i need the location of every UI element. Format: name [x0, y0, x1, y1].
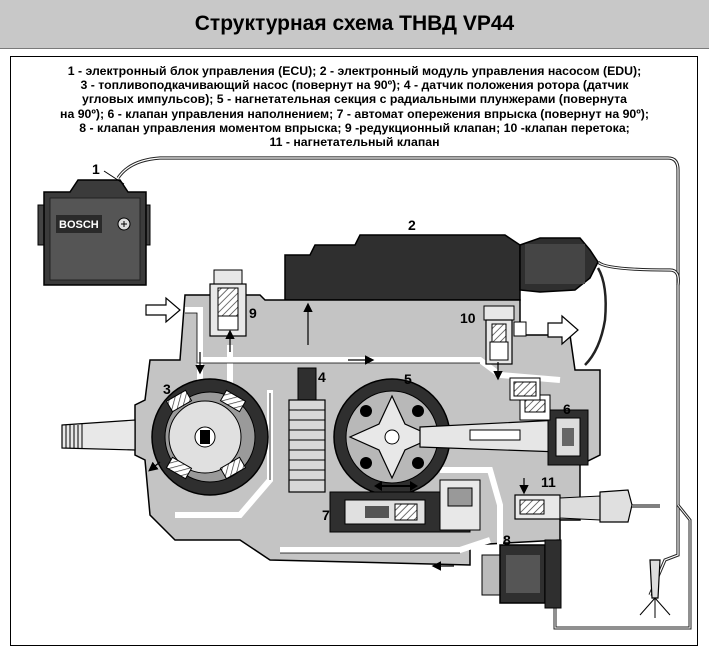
rotor-position-sensor: [288, 367, 326, 493]
radial-plunger-section: [333, 378, 451, 496]
nozzle-icon: [639, 559, 671, 618]
inlet-arrow: [145, 296, 181, 324]
callout-11: 11: [541, 474, 556, 490]
callout-6: 6: [563, 401, 571, 417]
callout-3: 3: [163, 381, 171, 397]
legend-line-3: угловых импульсов); 5 - нагнетательная с…: [82, 92, 627, 107]
overflow-valve: [483, 305, 527, 365]
lower-cable-inner: [554, 504, 691, 629]
legend: 1 - электронный блок управления (ECU); 2…: [14, 64, 695, 149]
ecu-unit: BOSCH: [37, 179, 151, 286]
damper-block: [509, 377, 541, 401]
callout-9: 9: [249, 305, 257, 321]
delivery-valve: [514, 489, 660, 523]
drive-shaft: [61, 419, 136, 451]
callout-7: 7: [322, 507, 330, 523]
callout-2: 2: [408, 217, 416, 233]
fuel-channel-edges: [185, 312, 480, 554]
callout-1: 1: [92, 161, 100, 177]
edu-module: [284, 234, 599, 301]
ecu-cable-inner: [117, 157, 679, 596]
page-title: Структурная схема ТНВД VP44: [194, 12, 515, 35]
pressure-reducing-valve: [209, 269, 247, 337]
legend-line-4: на 90º); 6 - клапан управления наполнени…: [60, 106, 649, 121]
legend-line-6: 11 - нагнетательный клапан: [269, 135, 440, 150]
edu-cable: [596, 260, 680, 286]
flow-arrows: [148, 302, 529, 571]
legend-line-2: 3 - топливоподкачивающий насос (повернут…: [80, 78, 629, 93]
ecu-brand-label: BOSCH: [59, 219, 99, 231]
timing-solenoid: [481, 539, 562, 609]
callout-5: 5: [404, 371, 412, 387]
return-arrow: [547, 314, 579, 346]
callout-10: 10: [460, 310, 476, 326]
edu-cable-inner: [597, 261, 679, 286]
lower-cable: [553, 504, 692, 630]
feed-pump: [151, 378, 269, 496]
sensor-cable: [584, 267, 607, 366]
legend-line-5: 8 - клапан управления моментом впрыска; …: [79, 120, 630, 135]
callout-8: 8: [503, 532, 511, 548]
legend-line-1: 1 - электронный блок управления (ECU); 2…: [67, 64, 642, 78]
title-bar: Структурная схема ТНВД VP44: [0, 0, 709, 49]
callout-4: 4: [318, 369, 326, 385]
timing-device: [329, 479, 481, 533]
